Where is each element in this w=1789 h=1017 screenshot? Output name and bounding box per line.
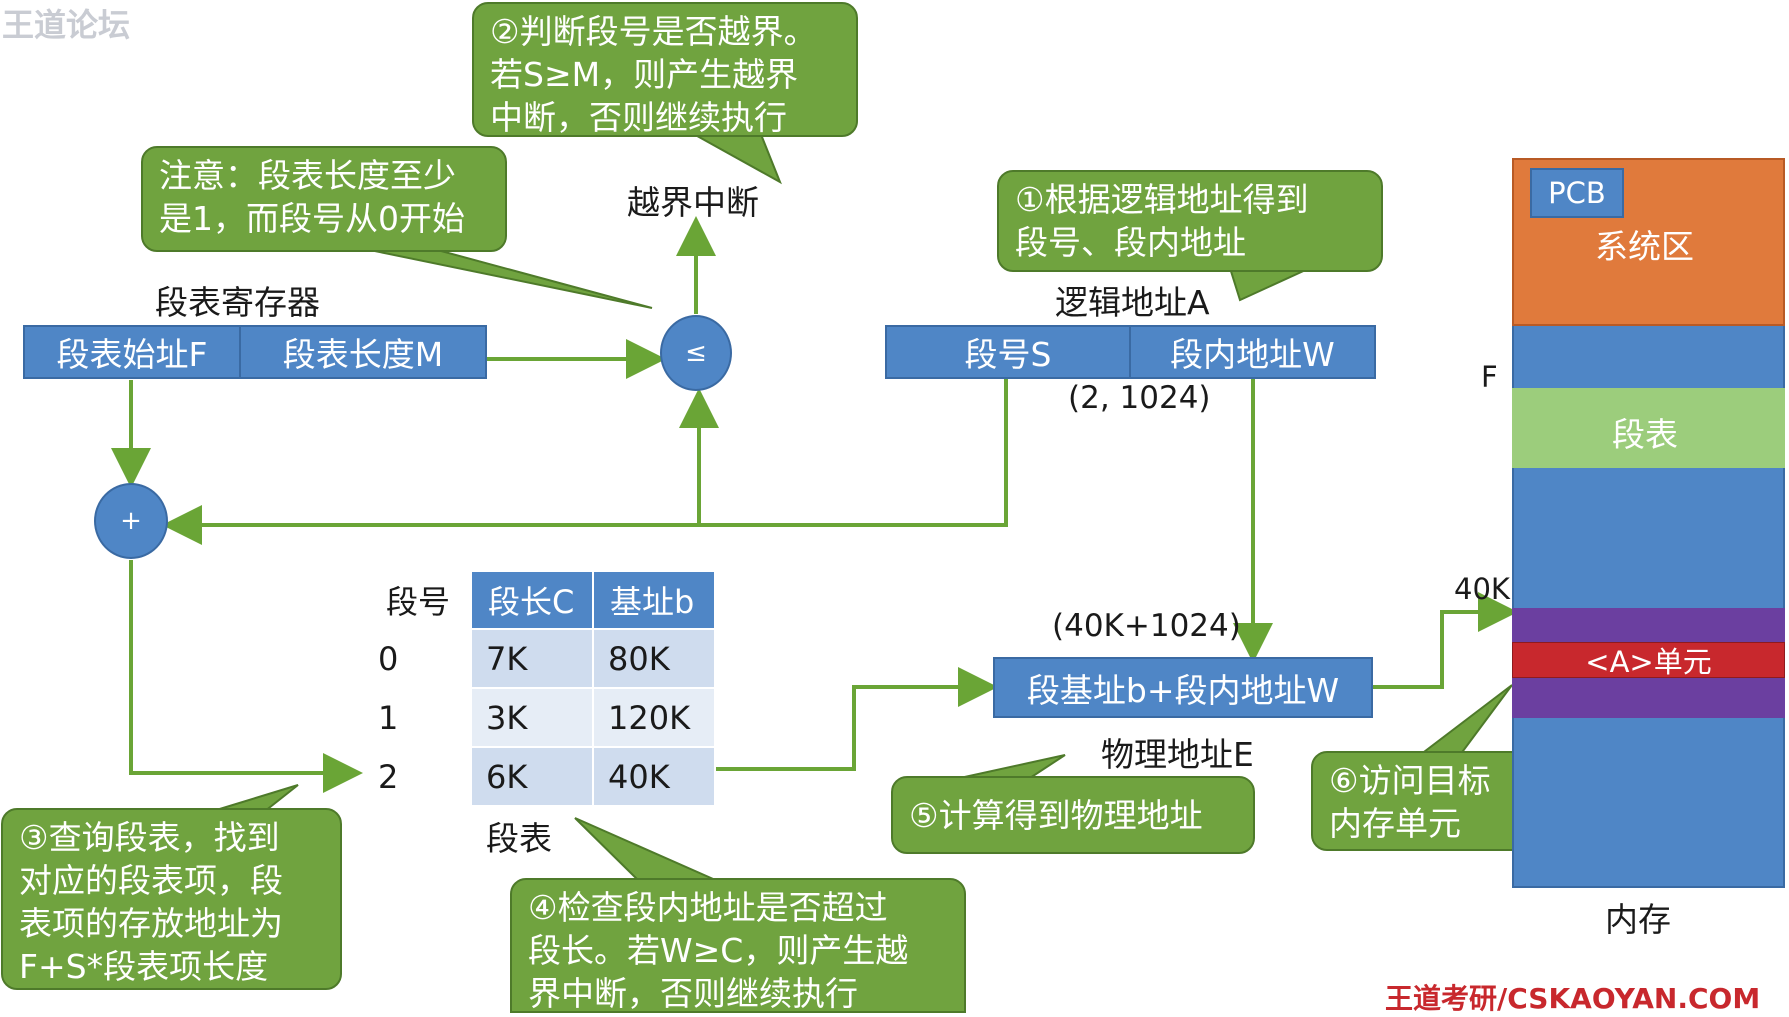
callout-step4: ④检查段内地址是否超过 段长。若W≥C，则产生越 界中断，否则继续执行: [510, 878, 966, 1013]
callout-step2-line1: ②判断段号是否越界。: [490, 12, 817, 51]
arrow-add-to-table: [129, 560, 363, 793]
segment-table-register-title: 段表寄存器: [155, 283, 320, 322]
callout-step1-line1: ①根据逻辑地址得到: [1015, 180, 1309, 219]
overflow-interrupt-label: 越界中断: [627, 183, 759, 222]
memory-system-area-label: 系统区: [1595, 227, 1694, 266]
add-operator: +: [94, 483, 168, 559]
table-row: 1 3K 120K: [370, 687, 716, 747]
row1-base: 120K: [593, 687, 716, 747]
table-row: 0 7K 80K: [370, 628, 716, 688]
callout-step3-line2: 对应的段表项，段: [19, 861, 283, 900]
callout-step2: ②判断段号是否越界。 若S≥M，则产生越界 中断，否则继续执行: [472, 2, 858, 137]
callout-step4-line2: 段长。若W≥C，则产生越: [528, 931, 909, 970]
watermark-top: 王道论坛: [2, 6, 131, 44]
callout-step4-line3: 界中断，否则继续执行: [528, 974, 858, 1013]
memory-40k-marker: 40K: [1454, 572, 1510, 606]
row2-number: 2: [370, 746, 472, 805]
memory-f-marker: F: [1481, 360, 1498, 394]
callout-tail-step1: [1228, 267, 1311, 302]
offset-cell: 段内地址W: [1129, 325, 1376, 379]
memory-pcb: PCB: [1530, 168, 1624, 218]
callout-step3-line1: ③查询段表，找到: [19, 818, 280, 857]
callout-step1-line2: 段号、段内地址: [1015, 223, 1246, 262]
callout-step5: ⑤计算得到物理地址: [891, 776, 1255, 854]
callout-step6: ⑥访问目标 内存单元: [1311, 751, 1533, 851]
row0-number: 0: [370, 628, 472, 688]
callout-note-line2: 是1，而段号从0开始: [159, 199, 465, 238]
callout-step2-line3: 中断，否则继续执行: [490, 98, 787, 137]
callout-step5-line1: ⑤计算得到物理地址: [909, 795, 1203, 835]
memory-caption: 内存: [1605, 900, 1671, 939]
callout-step6-line2: 内存单元: [1329, 804, 1461, 843]
header-segment-number: 段号: [370, 572, 472, 629]
callout-tail-step6: [1417, 684, 1513, 756]
physical-address-formula: 段基址b+段内地址W: [993, 657, 1373, 718]
segment-table-length-cell: 段表长度M: [239, 325, 487, 379]
logical-address-title: 逻辑地址A: [1055, 283, 1210, 322]
callout-step3-line4: F+S*段表项长度: [19, 947, 269, 986]
segment-table: 段号 段长C 基址b 0 7K 80K 1 3K 120K 2 6K 40K: [370, 572, 716, 805]
callout-step4-line1: ④检查段内地址是否超过: [528, 888, 888, 927]
memory-target-unit: <A>单元: [1512, 642, 1785, 679]
row1-length: 3K: [471, 687, 594, 747]
header-segment-length: 段长C: [471, 572, 594, 629]
segment-table-caption: 段表: [486, 819, 552, 858]
callout-note: 注意：段表长度至少 是1，而段号从0开始: [141, 146, 507, 252]
callout-tail-step2: [686, 131, 782, 185]
physical-address-title: 物理地址E: [1101, 735, 1254, 774]
callout-step1: ①根据逻辑地址得到 段号、段内地址: [997, 170, 1383, 272]
callout-step2-line2: 若S≥M，则产生越界: [490, 55, 799, 94]
row1-number: 1: [370, 687, 472, 747]
memory-segment-table-label: 段表: [1612, 415, 1678, 454]
watermark-bottom: 王道考研/CSKAOYAN.COM: [1385, 982, 1761, 1015]
callout-note-line1: 注意：段表长度至少: [159, 156, 456, 195]
callout-tail-step5: [959, 754, 1066, 779]
arrow-s-to-add: [162, 378, 1008, 545]
physical-sum-value: (40K+1024): [1052, 608, 1241, 644]
row0-base: 80K: [593, 628, 716, 688]
callout-tail-step4: [574, 817, 721, 883]
memory-segment-table-area: [1512, 388, 1785, 468]
segment-table-start-cell: 段表始址F: [23, 325, 241, 379]
header-base-address: 基址b: [593, 572, 716, 629]
callout-step3-line3: 表项的存放地址为: [19, 904, 283, 943]
table-row: 2 6K 40K: [370, 746, 716, 805]
row2-length: 6K: [471, 746, 594, 805]
segment-number-cell: 段号S: [885, 325, 1131, 379]
arrow-base-to-physical: [713, 667, 998, 771]
memory-target-unit-label: <A>单元: [1585, 645, 1712, 679]
callout-step3: ③查询段表，找到 对应的段表项，段 表项的存放地址为 F+S*段表项长度: [1, 808, 342, 990]
callout-step6-line1: ⑥访问目标: [1329, 761, 1491, 800]
row2-base: 40K: [593, 746, 716, 805]
row0-length: 7K: [471, 628, 594, 688]
logical-address-value: (2, 1024): [1068, 380, 1211, 416]
arrow-physical-to-memory: [1372, 592, 1518, 689]
segment-table-header: 段号 段长C 基址b: [370, 572, 716, 629]
compare-operator: ≤: [660, 315, 732, 391]
callout-tail-note: [359, 247, 653, 309]
